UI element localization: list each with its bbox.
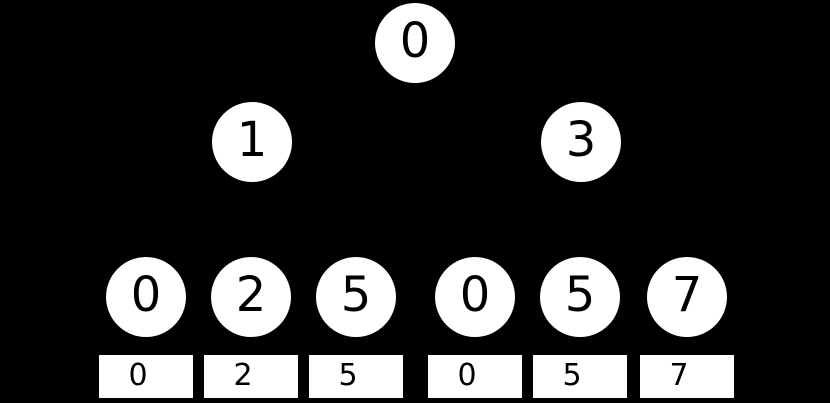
tree-node-root-level-0[interactable]: 0 [375,3,455,83]
tree-node-leaf-level-2[interactable]: 5 [316,257,396,337]
array-cell-0[interactable]: 0 [99,355,193,398]
tree-node-label: 0 [459,267,491,323]
array-cell-label: 0 [128,357,148,393]
array-cell-label: 7 [669,357,689,393]
tree-node-internal-level-1[interactable]: 3 [541,102,621,182]
array-cell-label: 2 [233,357,253,393]
tree-node-label: 5 [340,267,372,323]
tree-node-label: 3 [565,112,597,168]
tree-node-leaf-level-4[interactable]: 5 [540,257,620,337]
tree-node-label: 0 [399,13,431,69]
tree-node-label: 1 [236,112,268,168]
array-cell-3[interactable]: 0 [428,355,522,398]
array-cell-label: 5 [338,357,358,393]
array-cell-5[interactable]: 7 [640,355,734,398]
tree-node-label: 0 [130,267,162,323]
tree-node-leaf-level-3[interactable]: 0 [435,257,515,337]
array-cell-2[interactable]: 5 [309,355,403,398]
tree-node-label: 5 [564,267,596,323]
tree-node-label: 7 [671,267,703,323]
tree-node-label: 2 [235,267,267,323]
array-cell-label: 5 [562,357,582,393]
array-cell-1[interactable]: 2 [204,355,298,398]
array-cell-label: 0 [457,357,477,393]
tree-node-internal-level-0[interactable]: 1 [212,102,292,182]
array-cell-4[interactable]: 5 [533,355,627,398]
tree-node-leaf-level-1[interactable]: 2 [211,257,291,337]
tree-node-leaf-level-0[interactable]: 0 [106,257,186,337]
tree-node-leaf-level-5[interactable]: 7 [647,257,727,337]
